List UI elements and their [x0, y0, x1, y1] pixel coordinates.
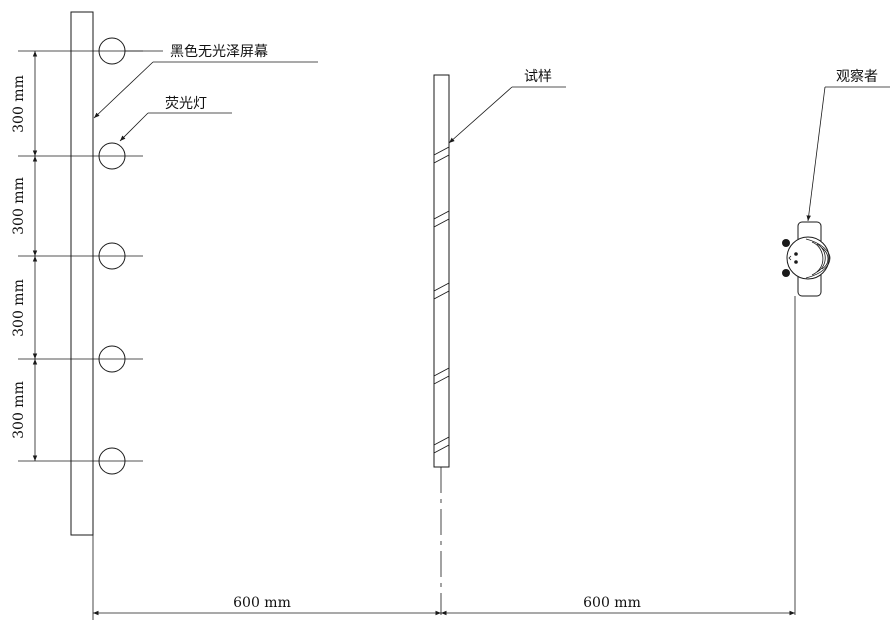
observer-callout: 观察者 [806, 68, 890, 222]
spacing-label-1: 300 mm [11, 75, 27, 133]
observer-head-icon [782, 221, 831, 615]
spacing-label-2: 300 mm [11, 177, 27, 235]
sample-bar [433, 74, 450, 468]
sample-callout: 试样 [448, 69, 566, 144]
screen-label: 黑色无光泽屏幕 [170, 43, 268, 60]
sample [433, 74, 450, 615]
lamp-callout: 荧光灯 [119, 95, 232, 142]
black-matte-screen [70, 11, 94, 536]
spacing-label-3: 300 mm [11, 279, 27, 337]
distance-dimensions: 600 mm 600 mm [92, 535, 795, 620]
sample-to-observer-label: 600 mm [583, 595, 641, 611]
lamp-label: 荧光灯 [165, 95, 207, 112]
screen-callout: 黑色无光泽屏幕 [93, 43, 318, 119]
sample-label: 试样 [524, 69, 552, 85]
fluorescent-lamps [18, 37, 143, 475]
observer-label: 观察者 [836, 68, 878, 85]
sample-hatching [433, 146, 450, 454]
spacing-label-4: 300 mm [11, 381, 27, 439]
screen-to-sample-label: 600 mm [233, 595, 291, 611]
lamp-spacing-dimensions: 300 mm 300 mm 300 mm 300 mm [11, 51, 38, 461]
